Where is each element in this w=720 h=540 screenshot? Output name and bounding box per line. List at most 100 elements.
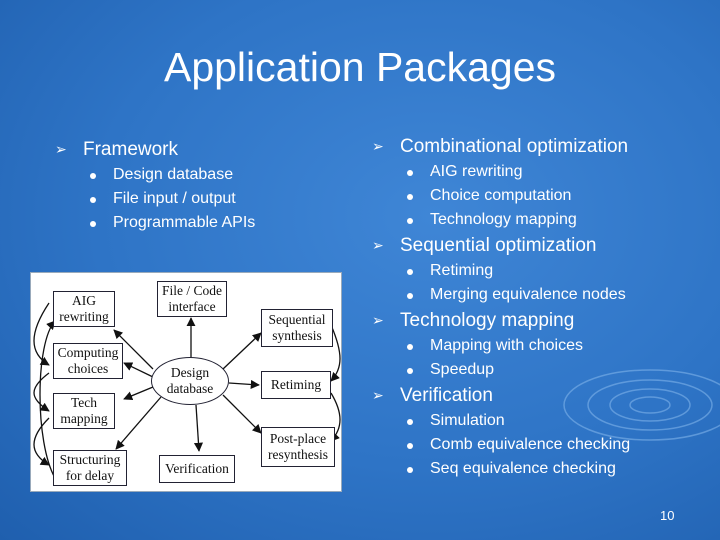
sub-bullet-label: Merging equivalence nodes (430, 286, 626, 303)
sub-bullet-label: Mapping with choices (430, 337, 583, 354)
sub-bullet-label: Speedup (430, 361, 495, 378)
node-label: Design (170, 365, 210, 380)
arrow-structuring-aig (39, 320, 56, 479)
arrow-bullet-icon: ➢ (372, 387, 384, 403)
page-number: 10 (660, 508, 675, 523)
arrow-bullet-icon: ➢ (372, 312, 384, 328)
sub-bullet-label: File input / output (113, 190, 236, 207)
node-label: Retiming (270, 377, 322, 392)
node-label: Computing (57, 345, 119, 360)
bullet-combinational: ➢ Combinational optimization (372, 133, 712, 160)
node-label: Structuring (59, 452, 121, 467)
bullet-label: Combinational optimization (400, 136, 629, 157)
arrow-tech-structuring (33, 417, 50, 466)
sub-bullet: Seq equivalence checking (372, 457, 712, 481)
arrow-bullet-icon: ➢ (372, 138, 384, 154)
bullet-label: Verification (400, 385, 493, 406)
node-verification: Verification (159, 455, 235, 483)
sub-bullet: Technology mapping (372, 208, 712, 232)
sub-bullet: Mapping with choices (372, 334, 712, 358)
slide-title: Application Packages (163, 44, 557, 90)
arrow-computing-tech (33, 372, 50, 412)
node-label: database (166, 381, 214, 396)
sub-bullet-label: Design database (113, 166, 234, 183)
node-label: mapping (60, 411, 108, 426)
node-label: resynthesis (268, 447, 328, 462)
sub-bullet-label: Comb equivalence checking (430, 436, 631, 453)
dot-bullet-icon (407, 368, 413, 374)
sub-bullet-label: Programmable APIs (113, 214, 256, 231)
node-label: AIG (72, 293, 96, 308)
sub-bullet: Choice computation (372, 184, 712, 208)
bullet-technology-mapping: ➢ Technology mapping (372, 307, 712, 334)
arrow-bullet-icon: ➢ (55, 141, 67, 157)
sub-bullet: Simulation (372, 409, 712, 433)
dot-bullet-icon (407, 293, 413, 299)
sub-bullet-label: Choice computation (430, 187, 572, 204)
node-label: Post-place (269, 431, 327, 446)
sub-bullet: Programmable APIs (55, 211, 355, 235)
arrow-hub-retiming (228, 379, 260, 389)
sub-bullet-label: Simulation (430, 412, 505, 429)
arrow-sequential-retiming (330, 324, 341, 382)
diagram-arrows (33, 302, 341, 479)
node-label: File / Code (162, 283, 222, 298)
bullet-verification: ➢ Verification (372, 382, 712, 409)
arrow-hub-verification (193, 404, 204, 452)
node-label: Tech (70, 395, 98, 410)
node-label: for delay (65, 468, 115, 483)
arrow-aig-computing (33, 302, 50, 366)
dot-bullet-icon (407, 218, 413, 224)
arrow-hub-postplace (222, 394, 262, 434)
arrow-hub-tech (123, 386, 154, 401)
dot-bullet-icon (407, 269, 413, 275)
water-ripple-decoration (563, 369, 720, 441)
sub-bullet-label: Retiming (430, 262, 494, 279)
arrow-bullet-icon: ➢ (372, 237, 384, 253)
dot-bullet-icon (407, 467, 413, 473)
sub-bullet: Comb equivalence checking (372, 433, 712, 457)
dot-bullet-icon (407, 170, 413, 176)
dot-bullet-icon (407, 443, 413, 449)
dot-bullet-icon (90, 173, 96, 179)
sub-bullet: Merging equivalence nodes (372, 283, 712, 307)
dot-bullet-icon (90, 221, 96, 227)
right-bullet-column: ➢ Combinational optimization AIG rewriti… (372, 133, 712, 481)
arrow-hub-computing (123, 362, 154, 378)
sub-bullet-label: Technology mapping (430, 211, 577, 228)
node-label: rewriting (59, 309, 109, 324)
node-label: choices (67, 361, 109, 376)
bullet-label: Framework (83, 139, 179, 160)
node-retiming: Retiming (261, 371, 331, 399)
node-label: Sequential (268, 312, 326, 327)
arrow-hub-structuring (115, 396, 162, 450)
dot-bullet-icon (407, 419, 413, 425)
bullet-label: Sequential optimization (400, 235, 597, 256)
node-label: Verification (165, 461, 229, 476)
sub-bullet: File input / output (55, 187, 355, 211)
bullet-sequential: ➢ Sequential optimization (372, 232, 712, 259)
bullet-framework: ➢ Framework (55, 136, 355, 163)
arrow-hub-aig (113, 329, 154, 370)
dot-bullet-icon (90, 197, 96, 203)
node-label: interface (168, 299, 216, 314)
sub-bullet: Speedup (372, 358, 712, 382)
node-label: synthesis (272, 328, 322, 343)
sub-bullet-label: AIG rewriting (430, 163, 523, 180)
sub-bullet-label: Seq equivalence checking (430, 460, 616, 477)
left-bullet-column: ➢ Framework Design database File input /… (55, 136, 355, 235)
bullet-label: Technology mapping (400, 310, 575, 331)
dot-bullet-icon (407, 344, 413, 350)
dot-bullet-icon (407, 194, 413, 200)
sub-bullet: Design database (55, 163, 355, 187)
arrow-hub-sequential (222, 332, 262, 370)
